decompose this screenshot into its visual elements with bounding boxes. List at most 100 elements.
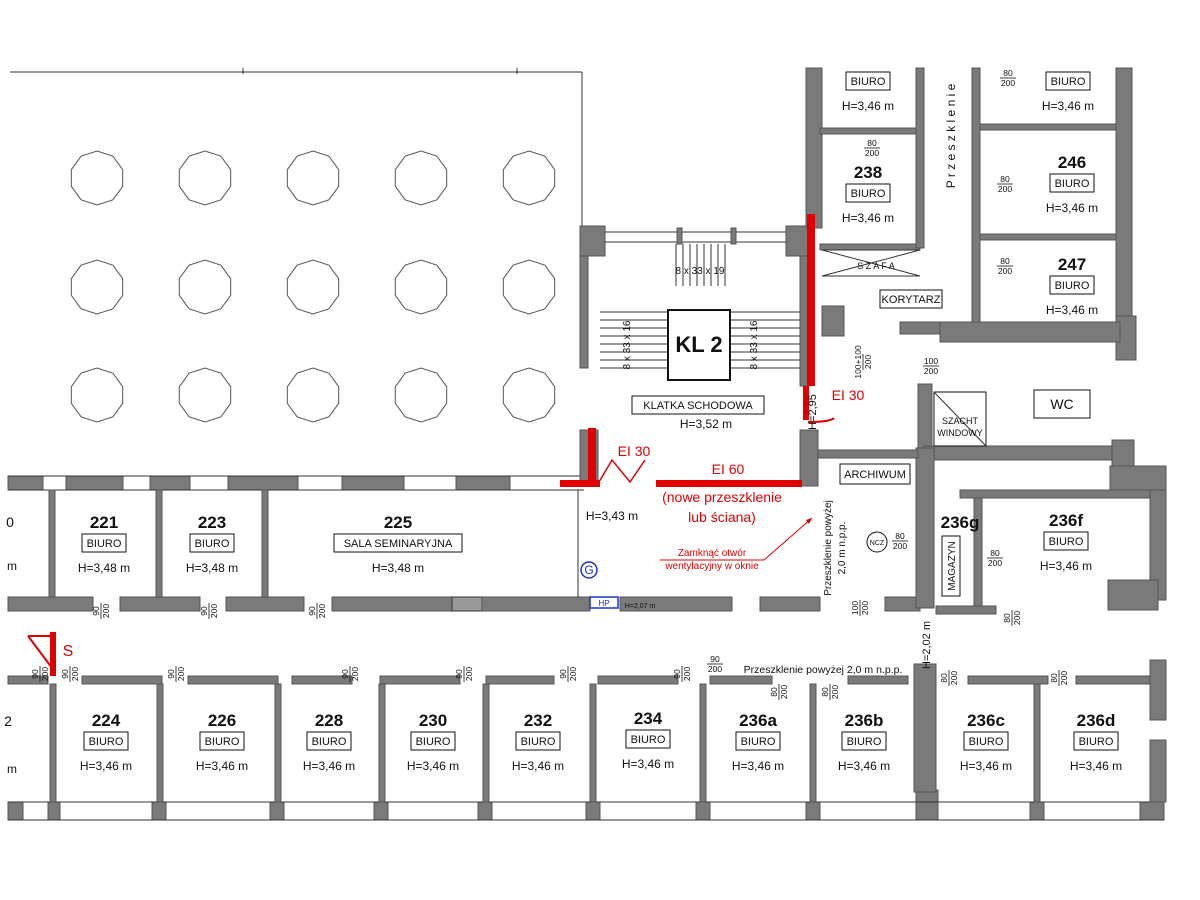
room-height: H=3,46 m [960, 759, 1012, 773]
ncz-circle [866, 531, 888, 553]
door-width: 90 [30, 669, 40, 679]
door-width: 90 [166, 669, 176, 679]
room-height: H=3,46 m [838, 759, 890, 773]
room-number: 236d [1077, 711, 1116, 730]
door-height: 200 [988, 558, 1002, 568]
stair-label-box [631, 395, 765, 415]
przeszklenie-note-h: Przeszklenie powyżej 2,0 m n.p.p. [744, 664, 903, 676]
room-height: H=3,46 m [1040, 559, 1092, 573]
g-symbol-circle [580, 561, 598, 579]
door-height: 200 [924, 366, 938, 376]
room-type-box [199, 731, 245, 751]
stair-flight-right: 8 x 33 x 16 [749, 320, 760, 369]
room-height: H=3,48 m [372, 561, 424, 575]
room-type-box [81, 533, 127, 553]
staircase: KL 2 KLATKA SCHODOWA H=3,52 m 8 x 33 x 1… [600, 244, 800, 431]
door-height: 200 [1059, 671, 1069, 685]
door-height: 200 [949, 671, 959, 685]
korytarz-label: KORYTARZ [882, 294, 941, 306]
cut-label-1: 0 [6, 514, 14, 530]
h295-label: H=2,95 [807, 394, 819, 430]
room-type-box [963, 731, 1009, 751]
hall-column [286, 259, 340, 315]
cut-label-4: m [7, 762, 17, 776]
door-height: 200 [682, 667, 692, 681]
room-height: H=3,46 m [1046, 201, 1098, 215]
room-number: 236a [739, 711, 777, 730]
door-height: 200 [350, 667, 360, 681]
door-height: 200 [1001, 78, 1015, 88]
room-type-box [515, 731, 561, 751]
room-type-box [841, 731, 887, 751]
room-height: H=3,46 m [80, 759, 132, 773]
door-width: 100 [850, 601, 860, 615]
room-type-box [1049, 173, 1095, 193]
hall-column [286, 367, 340, 423]
door-height: 200 [568, 667, 578, 681]
zamknac-line-2: wentylacyjny w oknie [664, 561, 759, 572]
ei60-label: EI 60 [712, 461, 745, 477]
room-type: MAGAZYN [947, 541, 958, 590]
door-width: 80 [990, 548, 1000, 558]
door-width: 80 [769, 687, 779, 697]
room-number: 225 [384, 513, 412, 532]
room-type-box [1043, 531, 1089, 551]
room-height: H=3,46 m [1046, 303, 1098, 317]
przeszklenie-vertical: P r z e s z k l e n i e [944, 83, 958, 188]
hp-box [589, 596, 619, 609]
fire-walls [27, 214, 835, 676]
room-number: 221 [90, 513, 118, 532]
hall-column [70, 150, 124, 206]
room-type: BIURO [851, 188, 886, 200]
room-type-box [306, 731, 352, 751]
ei30-left: EI 30 [618, 443, 651, 459]
door-height: 200 [863, 355, 873, 369]
room-type: BIURO [87, 538, 122, 550]
door-width: 90 [60, 669, 70, 679]
s-label: S [63, 643, 74, 660]
door-width: 90 [91, 606, 101, 616]
door-height: 200 [779, 685, 789, 699]
wc-label: WC [1050, 396, 1073, 412]
room-type-box [189, 533, 235, 553]
hp-label: HP [598, 599, 609, 608]
room-height: H=3,46 m [512, 759, 564, 773]
room-type-box [845, 183, 891, 203]
door-width: 80 [1003, 68, 1013, 78]
room-number: 223 [198, 513, 226, 532]
misc-labels: KORYTARZ S Z A F A SZACHT WINDOWY WC ARC… [4, 83, 1091, 776]
room-number: 234 [634, 709, 663, 728]
door-height: 200 [998, 266, 1012, 276]
room-type: BIURO [195, 538, 230, 550]
room-type-box [1045, 71, 1091, 91]
door-width: 90 [558, 669, 568, 679]
door-width: 90 [199, 606, 209, 616]
room-height: H=3,48 m [186, 561, 238, 575]
room-type-box [410, 731, 456, 751]
przeszklenie-note-v2: 2,0 m n.p.p. [837, 522, 848, 575]
door-height: 200 [40, 667, 50, 681]
door-height: 200 [1012, 611, 1022, 625]
door-height: 200 [860, 601, 870, 615]
door-width: 90 [340, 669, 350, 679]
hall-column [502, 367, 556, 423]
stair-core [667, 309, 731, 381]
room-type: BIURO [847, 736, 882, 748]
room-type-box [625, 729, 671, 749]
door-width: 100 [924, 356, 938, 366]
ncz-label: NCZ [870, 540, 885, 547]
room-type: BIURO [851, 76, 886, 88]
